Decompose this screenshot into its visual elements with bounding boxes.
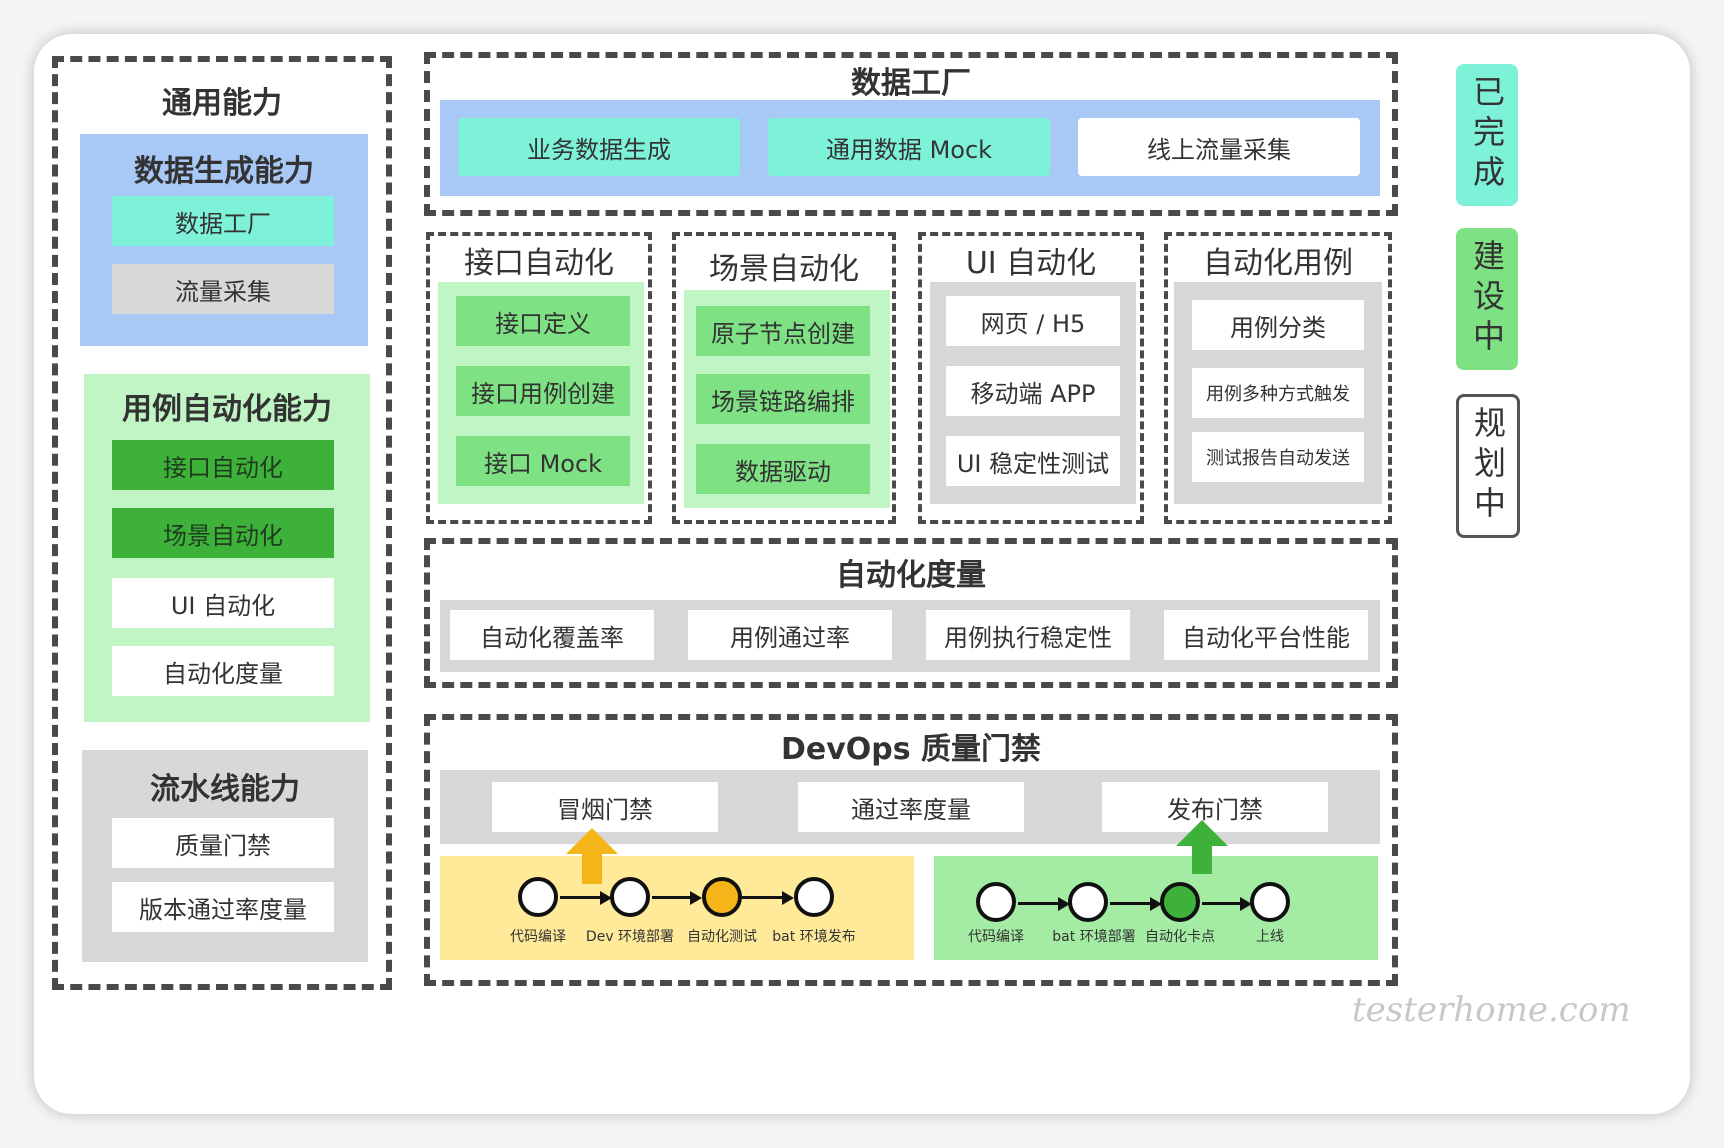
case-auto-item-ui: UI 自动化: [112, 578, 334, 628]
scene-auto-item-data-driven: 数据驱动: [696, 444, 870, 494]
scene-auto-item-atomic: 原子节点创建: [696, 306, 870, 356]
flow2-connector-2: [1110, 902, 1150, 905]
devops-title: DevOps 质量门禁: [780, 732, 1042, 767]
ui-auto-item-mobile: 移动端 APP: [946, 366, 1120, 416]
case-auto-title: 用例自动化能力: [122, 392, 332, 427]
flow1-node-2: [610, 877, 650, 917]
case-auto-item-scene: 场景自动化: [112, 508, 334, 558]
ui-auto-item-web: 网页 / H5: [946, 296, 1120, 346]
legend-building: 建设中: [1456, 228, 1518, 370]
data-gen-item-data-factory: 数据工厂: [112, 196, 334, 246]
flow2-arrowhead-1: [1058, 897, 1070, 911]
api-auto-item-case: 接口用例创建: [456, 366, 630, 416]
up-arrow-green-icon: [1176, 820, 1228, 874]
case-auto-item-metrics: 自动化度量: [112, 646, 334, 696]
flow1-label-2: Dev 环境部署: [585, 929, 675, 945]
data-factory-item-mock: 通用数据 Mock: [768, 118, 1050, 176]
pipeline-title: 流水线能力: [150, 772, 300, 807]
auto-cases-item-trigger: 用例多种方式触发: [1192, 368, 1364, 418]
flow2-node-1: [976, 882, 1016, 922]
legend-done: 已完成: [1456, 64, 1518, 206]
general-capability-title: 通用能力: [162, 86, 282, 121]
api-auto-item-mock: 接口 Mock: [456, 436, 630, 486]
case-auto-item-api: 接口自动化: [112, 440, 334, 490]
flow1-node-4: [794, 877, 834, 917]
legend-planning: 规划中: [1456, 394, 1520, 538]
auto-cases-frame: [1164, 232, 1392, 524]
flow1-arrowhead-2: [690, 891, 702, 905]
data-factory-item-business: 业务数据生成: [458, 118, 740, 176]
api-auto-title: 接口自动化: [464, 246, 614, 281]
flow2-arrowhead-3: [1240, 897, 1252, 911]
ui-auto-item-stability: UI 稳定性测试: [946, 436, 1120, 486]
legend-planning-label: 规划中: [1469, 406, 1507, 526]
flow1-arrowhead-3: [782, 891, 794, 905]
flow2-connector-1: [1018, 902, 1058, 905]
metrics-item-coverage: 自动化覆盖率: [450, 610, 654, 660]
flow1-connector-1: [560, 896, 600, 899]
flow2-label-3: 自动化卡点: [1145, 929, 1215, 945]
flow2-label-1: 代码编译: [968, 929, 1024, 945]
devops-frame: [424, 714, 1398, 986]
flow1-label-3: 自动化测试: [687, 929, 757, 945]
watermark: testerhome.com: [1352, 990, 1631, 1030]
general-capability-frame: [52, 56, 392, 990]
ui-auto-frame: [918, 232, 1144, 524]
flow1-label-4: bat 环境发布: [772, 929, 856, 945]
auto-cases-item-report: 测试报告自动发送: [1192, 432, 1364, 482]
data-factory-title: 数据工厂: [851, 66, 971, 101]
scene-auto-title: 场景自动化: [709, 252, 859, 287]
ui-auto-title: UI 自动化: [965, 246, 1097, 281]
legend-done-label: 已完成: [1468, 75, 1506, 195]
flow1-connector-3: [742, 896, 782, 899]
flow2-connector-3: [1202, 902, 1240, 905]
gate-release: 发布门禁: [1102, 782, 1328, 832]
auto-cases-title: 自动化用例: [1203, 246, 1353, 281]
pipeline-item-pass-rate: 版本通过率度量: [112, 882, 334, 932]
flow2-node-2: [1068, 882, 1108, 922]
up-arrow-orange-icon: [566, 828, 618, 884]
scene-auto-frame: [672, 232, 896, 524]
api-auto-frame: [426, 232, 652, 524]
metrics-item-pass-rate: 用例通过率: [688, 610, 892, 660]
flow2-arrowhead-2: [1150, 897, 1162, 911]
data-factory-item-traffic: 线上流量采集: [1078, 118, 1360, 176]
legend-building-label: 建设中: [1468, 239, 1506, 359]
data-gen-title: 数据生成能力: [134, 154, 314, 189]
pipeline-item-quality-gate: 质量门禁: [112, 818, 334, 868]
auto-cases-item-category: 用例分类: [1192, 300, 1364, 350]
flow1-node-3: [702, 877, 742, 917]
gate-smoke: 冒烟门禁: [492, 782, 718, 832]
data-factory-frame: [424, 52, 1398, 216]
flow2-node-4: [1250, 882, 1290, 922]
flow1-label-1: 代码编译: [510, 929, 566, 945]
flow1-node-1: [518, 877, 558, 917]
metrics-title: 自动化度量: [836, 558, 986, 593]
flow2-label-2: bat 环境部署: [1052, 929, 1136, 945]
flow2-label-4: 上线: [1256, 929, 1284, 945]
metrics-frame: [424, 538, 1398, 688]
data-gen-item-traffic-capture: 流量采集: [112, 264, 334, 314]
flow1-arrowhead-1: [600, 891, 612, 905]
flow1-connector-2: [652, 896, 690, 899]
api-auto-item-define: 接口定义: [456, 296, 630, 346]
flow2-node-3: [1160, 882, 1200, 922]
gate-pass-rate: 通过率度量: [798, 782, 1024, 832]
metrics-item-performance: 自动化平台性能: [1164, 610, 1368, 660]
flow1-panel: [440, 856, 914, 960]
scene-auto-item-orchestrate: 场景链路编排: [696, 374, 870, 424]
metrics-item-stability: 用例执行稳定性: [926, 610, 1130, 660]
